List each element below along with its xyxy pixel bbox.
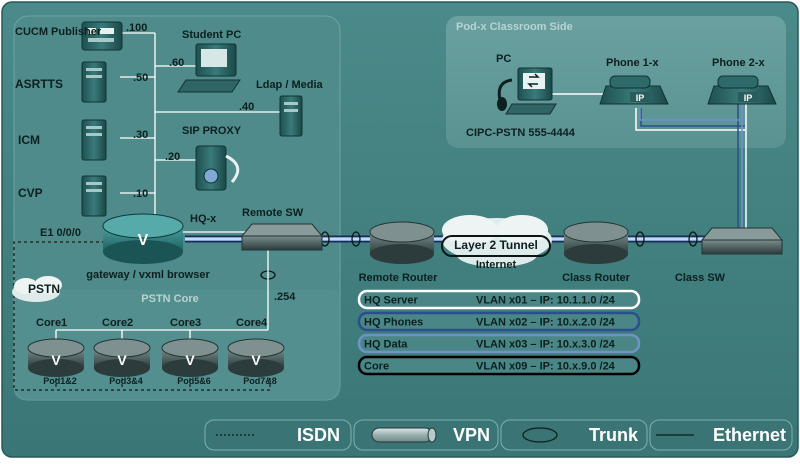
- legend-ethernet: Ethernet: [713, 425, 786, 445]
- vlan-name: HQ Phones: [364, 317, 423, 329]
- cvp-ip: .10: [133, 188, 148, 200]
- legend-isdn: ISDN: [297, 425, 340, 445]
- phone-1-icon: [599, 75, 669, 105]
- cucm-ip: .100: [126, 22, 147, 34]
- phone-links: [548, 93, 747, 228]
- core-pod-label: Pod5&6: [177, 376, 211, 386]
- icm-ip: .30: [133, 129, 148, 141]
- pod-classroom-title: Pod-x Classroom Side: [456, 21, 573, 33]
- layer2-tunnel-shape: [441, 235, 551, 257]
- asrtts-label: ASRTTS: [15, 77, 63, 91]
- core-label: Core3: [170, 317, 201, 329]
- hq-gateway-router-icon: [102, 213, 184, 264]
- remote-sw-label: Remote SW: [242, 207, 304, 219]
- phone-2-ip-glyph: IP: [744, 93, 753, 103]
- remote-sw-ip: .254: [274, 291, 296, 303]
- legend-trunk: Trunk: [589, 425, 639, 445]
- vlan-row: HQ Server VLAN x01 – IP: 10.1.1.0 /24: [357, 289, 641, 310]
- core-voice-glyph: V: [51, 352, 61, 368]
- core-pod-label: Pod1&2: [43, 376, 77, 386]
- cvp-server-icon: [81, 175, 107, 217]
- asrtts-server-icon: [81, 61, 107, 103]
- class-sw-label: Class SW: [675, 272, 726, 284]
- gateway-label: gateway / vxml browser: [86, 269, 210, 281]
- vlan-name: HQ Server: [364, 295, 419, 307]
- internet-cloud: Layer 2 Tunnel Internet: [441, 215, 552, 271]
- sip-proxy-ip: .20: [165, 151, 180, 163]
- pstn-cloud: PSTN: [12, 276, 62, 302]
- layer2-tunnel-label: Layer 2 Tunnel: [454, 238, 538, 252]
- sip-proxy-icon: [195, 145, 240, 191]
- core-label: Core2: [102, 317, 133, 329]
- student-pc-label: Student PC: [182, 29, 241, 41]
- classroom-pc-icon: [497, 67, 557, 115]
- core-voice-glyph: V: [117, 352, 127, 368]
- vlan-legend: HQ Server VLAN x01 – IP: 10.1.1.0 /24 HQ P…: [357, 289, 641, 376]
- core-pod-label: Pod7&8: [243, 376, 277, 386]
- vlan-detail: VLAN x01 – IP: 10.1.1.0 /24: [476, 295, 616, 307]
- remote-router-label: Remote Router: [359, 272, 439, 284]
- internet-label: Internet: [476, 259, 517, 271]
- legend-vpn: VPN: [453, 425, 490, 445]
- hq-label: HQ-x: [190, 213, 217, 225]
- pstn-core-title: PSTN Core: [141, 293, 198, 305]
- student-pc-ip: .60: [169, 57, 184, 69]
- cipc-label: CIPC-PSTN 555-4444: [466, 127, 576, 139]
- sip-proxy-label: SIP PROXY: [182, 125, 242, 137]
- cucm-publisher-icon: [81, 21, 123, 51]
- vlan-row: HQ Phones VLAN x02 – IP: 10.x.2.0 /24: [357, 311, 641, 332]
- core-label: Core4: [236, 317, 268, 329]
- core-voice-glyph: V: [251, 352, 261, 368]
- cvp-label: CVP: [18, 186, 43, 200]
- phone-1-ip-glyph: IP: [636, 93, 645, 103]
- vlan-row: Core VLAN x09 – IP: 10.x.9.0 /24: [357, 355, 641, 376]
- phone-2-icon: [707, 75, 777, 105]
- vlan-detail: VLAN x09 – IP: 10.x.9.0 /24: [476, 361, 616, 373]
- core-voice-glyph: V: [185, 352, 195, 368]
- phone-2-label: Phone 2-x: [712, 57, 765, 69]
- icm-server-icon: [81, 119, 107, 161]
- line-legend: ISDN VPN Trunk Ethernet: [204, 419, 793, 451]
- ldap-media-server-icon: [279, 95, 303, 137]
- ldap-media-label: Ldap / Media: [256, 79, 324, 91]
- vlan-row: HQ Data VLAN x03 – IP: 10.x.3.0 /24: [357, 333, 641, 354]
- cucm-label: CUCM Publisher: [15, 26, 102, 38]
- ldap-media-ip: .40: [239, 101, 254, 113]
- remote-router-icon: [369, 221, 435, 264]
- class-router-icon: [563, 221, 629, 264]
- class-router-label: Class Router: [562, 272, 631, 284]
- classroom-pc-label: PC: [496, 53, 511, 65]
- core-label: Core1: [36, 317, 67, 329]
- class-switch-icon: [700, 227, 784, 255]
- core-links: [55, 248, 269, 340]
- vlan-name: Core: [364, 361, 389, 373]
- hq-gateway-voice-glyph: V: [138, 232, 149, 249]
- vlan-detail: VLAN x02 – IP: 10.x.2.0 /24: [476, 317, 616, 329]
- vlan-name: HQ Data: [364, 339, 408, 351]
- vlan-detail: VLAN x03 – IP: 10.x.3.0 /24: [476, 339, 616, 351]
- student-pc-icon: [177, 43, 241, 93]
- e1-label: E1 0/0/0: [40, 227, 81, 239]
- asrtts-ip: .50: [133, 72, 148, 84]
- remote-switch-icon: [240, 223, 324, 251]
- pstn-label: PSTN: [28, 282, 60, 296]
- core-pod-label: Pod3&4: [109, 376, 143, 386]
- phone-1-label: Phone 1-x: [606, 57, 659, 69]
- icm-label: ICM: [18, 133, 40, 147]
